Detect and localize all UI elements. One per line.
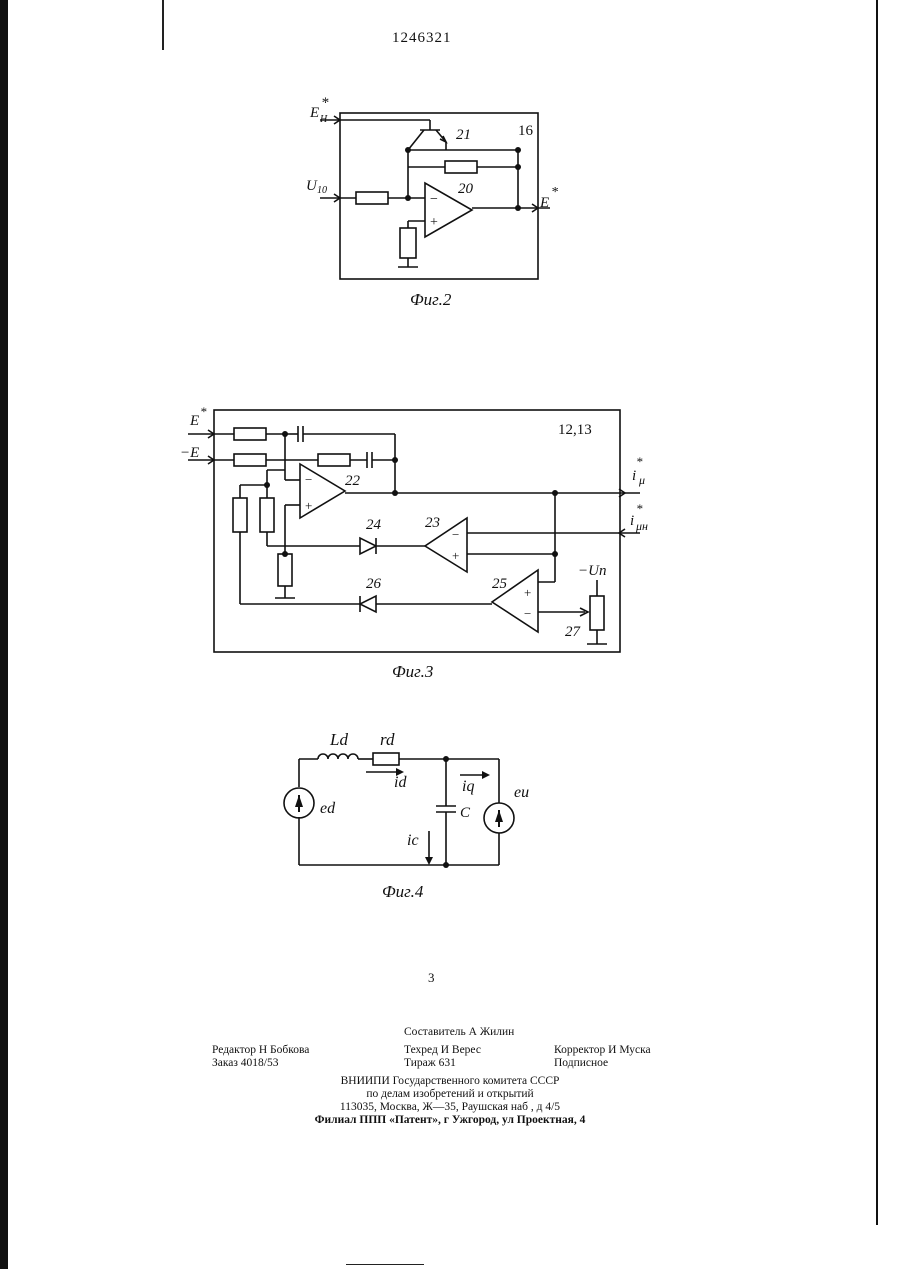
fig2-input-eh-star: *	[321, 95, 329, 111]
fig3-block-number: 12,13	[558, 422, 592, 438]
fig2-minus: −	[430, 192, 438, 207]
fig3-op25-minus: −	[524, 606, 531, 621]
fig3-op23-minus: −	[452, 527, 459, 542]
fig2-label-20: 20	[458, 181, 474, 197]
fig3-label-27: 27	[565, 624, 582, 640]
figure-3-circuit: E * −E 12,13 i μ * i μн * −Uп 22 23 24 2…	[170, 400, 660, 660]
fig3-label-25: 25	[492, 576, 508, 592]
figure-3-caption: Фиг.3	[392, 662, 433, 682]
figure-4-circuit: Ld rd id iq ed eu C ic	[270, 725, 570, 880]
colophon-org-line1: ВНИИПИ Государственного комитета СССР	[0, 1075, 900, 1088]
fig3-input-minus-e: −E	[180, 445, 199, 461]
fig3-input-imun-star: *	[636, 501, 643, 516]
fig3-input-imun-sub: μн	[635, 519, 648, 533]
page-number: 3	[428, 970, 435, 986]
fig3-output-imu: i	[632, 468, 636, 484]
colophon-editor: Редактор Н Бобкова	[212, 1044, 309, 1057]
figure-2-caption: Фиг.2	[410, 290, 451, 310]
figure-2-circuit: E H * U 10 E * 16 21 20 − +	[300, 95, 560, 290]
fig3-label-22: 22	[345, 473, 361, 489]
fig2-block-number: 16	[518, 123, 534, 139]
colophon-order: Заказ 4018/53	[212, 1057, 279, 1070]
fig4-label-rd: rd	[380, 730, 395, 749]
fig3-output-imu-sub: μ	[638, 473, 645, 487]
fig3-input-e-star: *	[200, 404, 207, 419]
colophon-corrector: Корректор И Муска	[554, 1044, 651, 1057]
fig4-label-eu: eu	[514, 784, 529, 801]
patent-number: 1246321	[392, 30, 452, 47]
fig3-input-imun: i	[630, 513, 634, 529]
fig2-label-21: 21	[456, 127, 471, 143]
fig3-supply: −Uп	[578, 563, 606, 579]
fig3-label-24: 24	[366, 517, 382, 533]
fig2-plus: +	[430, 215, 438, 230]
fig3-output-imu-star: *	[636, 454, 643, 469]
fig2-output-e: E	[539, 195, 549, 211]
fig4-label-ic: ic	[407, 832, 419, 849]
bottom-rule	[346, 1264, 424, 1265]
colophon-subscription: Подписное	[554, 1057, 608, 1070]
fig4-label-ld: Ld	[329, 730, 348, 749]
fig3-op25-plus: +	[524, 585, 531, 600]
fig3-input-e: E	[189, 413, 199, 429]
fig3-op22-plus: +	[305, 498, 312, 513]
colophon-techred: Техред И Верес	[404, 1044, 481, 1057]
fig2-output-star: *	[551, 185, 558, 200]
colophon-org-line2: по делам изобретений и открытий	[0, 1088, 900, 1101]
fig3-op23-plus: +	[452, 548, 459, 563]
figure-4-caption: Фиг.4	[382, 882, 423, 902]
fig4-label-ed: ed	[320, 800, 336, 817]
fig4-label-iq: iq	[462, 778, 474, 795]
colophon-circulation: Тираж 631	[404, 1057, 456, 1070]
fig3-label-26: 26	[366, 576, 382, 592]
fig4-label-id: id	[394, 774, 407, 791]
scan-margin-mark	[162, 0, 164, 50]
scan-margin-right	[876, 0, 878, 1225]
fig2-input-eh: E	[309, 105, 319, 121]
fig3-op22-minus: −	[305, 472, 312, 487]
colophon-org-line3: 113035, Москва, Ж—35, Раушская наб , д 4…	[0, 1101, 900, 1114]
fig2-input-u-sub: 10	[317, 185, 327, 196]
fig2-input-eh-sub: H	[319, 114, 328, 125]
fig3-label-23: 23	[425, 515, 440, 531]
colophon-compiler: Составитель А Жилин	[404, 1026, 514, 1039]
fig4-label-c: C	[460, 805, 471, 821]
colophon-branch: Филиал ППП «Патент», г Ужгород, ул Проек…	[0, 1114, 900, 1127]
